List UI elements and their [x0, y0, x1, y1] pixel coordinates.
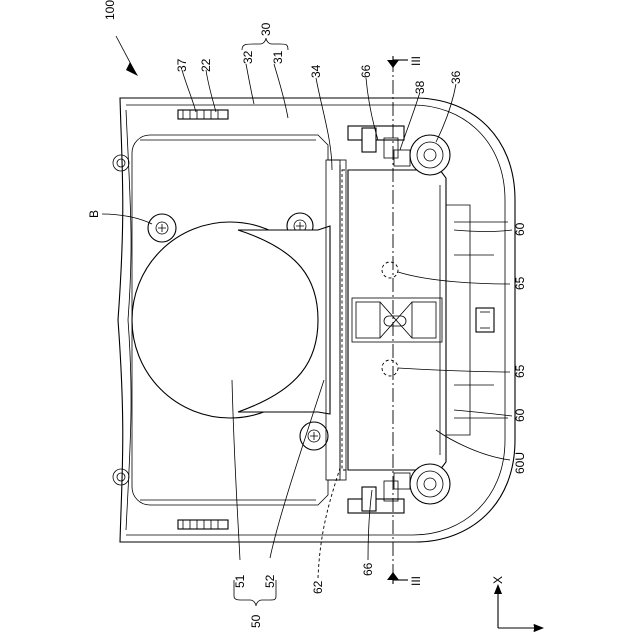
roller-top — [410, 135, 450, 175]
corner-bosses — [113, 155, 129, 485]
latch-clip-top — [178, 110, 228, 119]
label-60U: 60U — [513, 452, 527, 474]
screw-top-left — [148, 214, 176, 242]
screw-bottom — [300, 422, 328, 450]
label-62: 62 — [311, 580, 325, 594]
label-65-upper: 65 — [513, 276, 527, 290]
label-22: 22 — [199, 58, 213, 72]
label-37: 37 — [175, 58, 189, 72]
label-65-lower: 65 — [513, 364, 527, 378]
pin-assembly-bottom — [348, 473, 410, 513]
label-60-lower: 60 — [513, 408, 527, 422]
label-52: 52 — [263, 574, 277, 588]
label-50: 50 — [249, 614, 263, 628]
label-60-upper: 60 — [513, 222, 527, 236]
axis-x-label: X — [491, 576, 505, 584]
label-34: 34 — [309, 64, 323, 78]
label-30: 30 — [259, 22, 273, 36]
label-B: B — [87, 210, 101, 218]
roller-bottom — [410, 464, 450, 504]
latch-clip-bottom — [178, 520, 228, 529]
label-66-bottom: 66 — [361, 562, 375, 576]
label-38: 38 — [413, 80, 427, 94]
section-mark-bottom: III — [409, 576, 423, 586]
side-housing — [446, 205, 508, 435]
label-31: 31 — [271, 50, 285, 64]
section-mark-top: III — [409, 56, 423, 66]
upper-unit — [348, 170, 446, 470]
label-66-top: 66 — [359, 64, 373, 78]
pin-assembly-top — [348, 126, 410, 166]
brace-30 — [242, 38, 288, 50]
label-36: 36 — [449, 70, 463, 84]
label-32: 32 — [241, 50, 255, 64]
label-51: 51 — [233, 574, 247, 588]
label-100: 100 — [103, 0, 117, 20]
axis-y-label: Y — [531, 624, 545, 632]
